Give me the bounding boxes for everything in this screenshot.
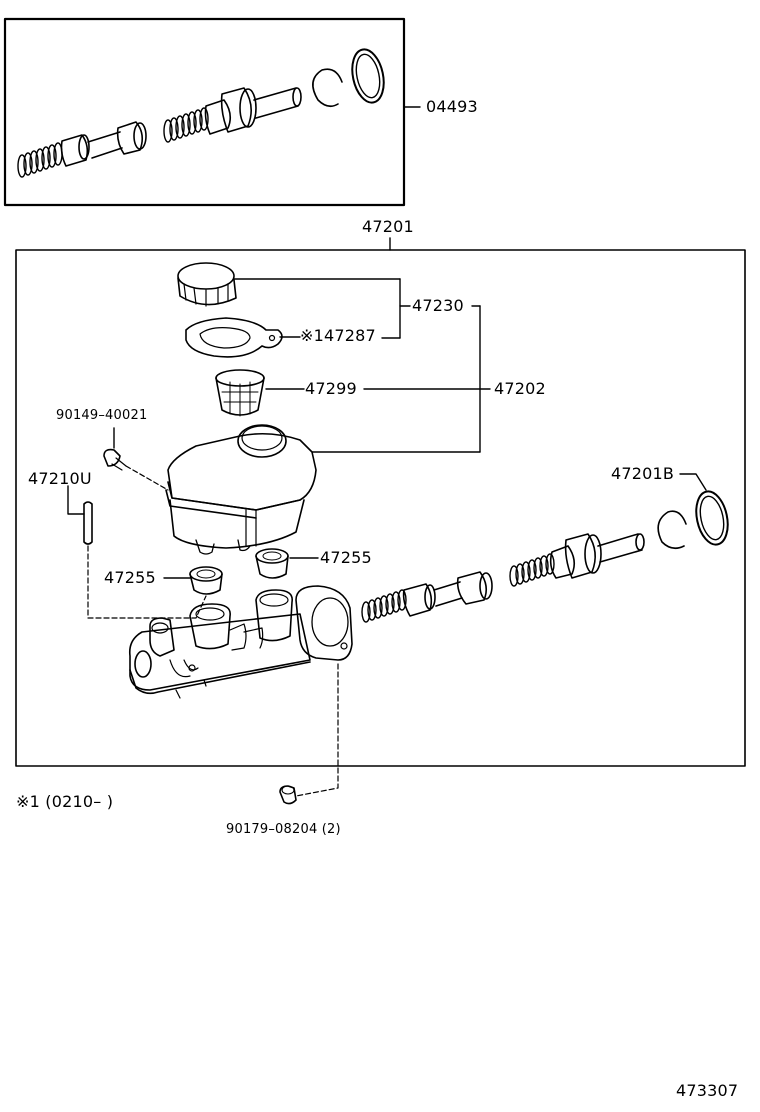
- reservoir-strainer: [216, 370, 264, 416]
- label-piston-ring: 47201B: [611, 464, 675, 483]
- kit-secondary-piston: [18, 122, 146, 177]
- label-note: ※1 (0210– ): [16, 792, 114, 811]
- label-grommet-right: 47255: [320, 548, 372, 567]
- label-screw: 90149–40021: [56, 408, 148, 423]
- cylinder-secondary-piston: [362, 572, 492, 622]
- label-reservoir: 47202: [494, 379, 546, 398]
- assembly-frame: [16, 250, 745, 766]
- label-assembly: 47201: [362, 217, 414, 236]
- master-cylinder-body: [130, 586, 352, 698]
- grommet-right: [256, 549, 288, 578]
- cylinder-o-ring-inner: [697, 494, 728, 542]
- label-grommet-left: 47255: [104, 568, 156, 587]
- label-strainer: 47299: [305, 379, 357, 398]
- kit-primary-piston: [164, 88, 301, 142]
- cylinder-o-ring-outer: [692, 488, 733, 547]
- grommet-left: [190, 567, 222, 594]
- label-gasket: ※147287: [300, 326, 376, 345]
- label-pin: 47210U: [28, 469, 92, 488]
- label-cap-group: 47230: [412, 296, 464, 315]
- figure-number: 473307: [676, 1081, 739, 1100]
- kit-o-ring-inner: [353, 52, 384, 100]
- kit-frame: [5, 19, 404, 205]
- kit-snap-ring: [313, 69, 342, 106]
- screw: [104, 450, 126, 470]
- gasket-plate: [186, 318, 282, 357]
- reservoir-tank: [166, 425, 316, 554]
- nut: [280, 786, 296, 804]
- cylinder-snap-ring: [658, 511, 686, 548]
- kit-o-ring-outer: [348, 46, 389, 105]
- label-kit-seal: 04493: [426, 97, 478, 116]
- cylinder-primary-piston: [510, 534, 644, 586]
- reservoir-cap: [178, 263, 236, 306]
- pin: [84, 502, 92, 544]
- label-nut: 90179–08204 (2): [226, 822, 341, 837]
